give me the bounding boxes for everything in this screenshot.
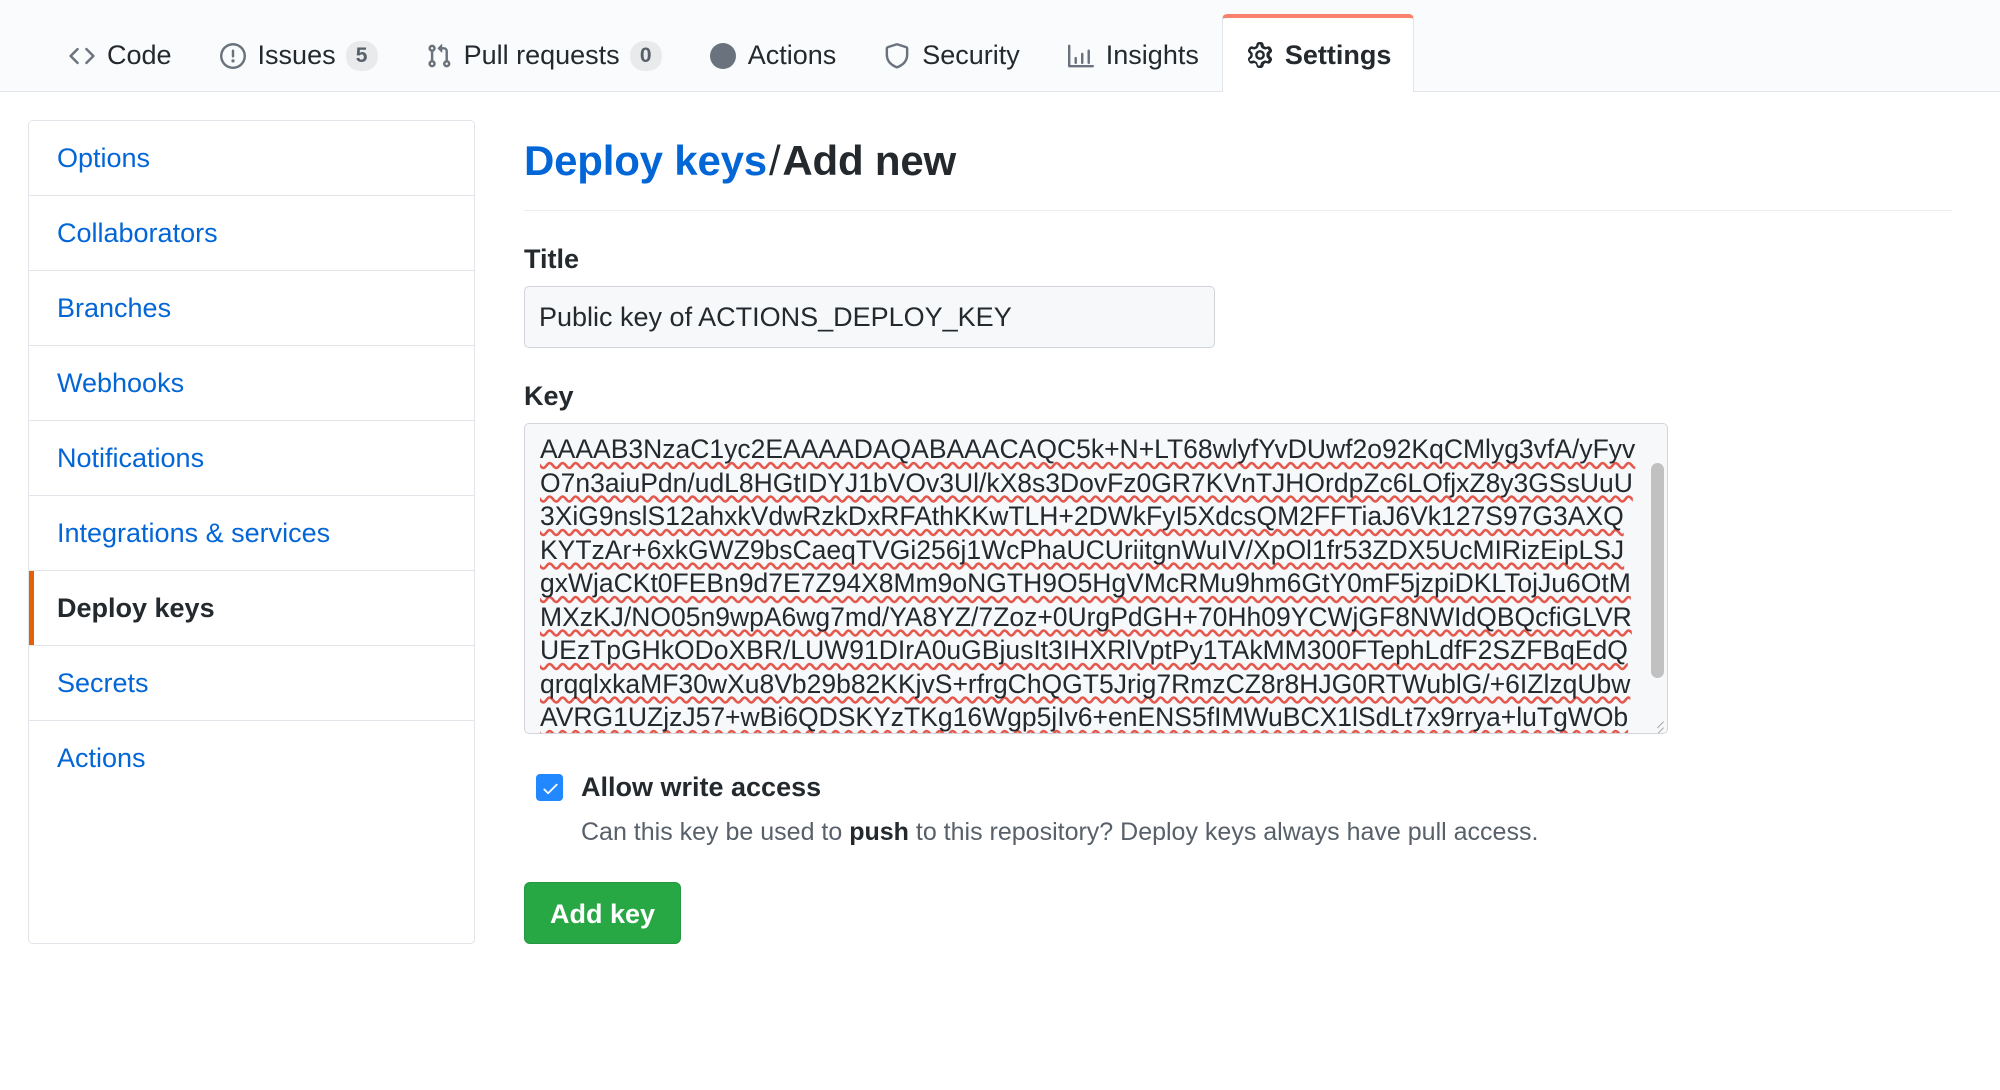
git-pull-request-icon <box>424 41 454 71</box>
allow-write-access-row[interactable]: Allow write access <box>536 772 1952 803</box>
tab-security[interactable]: Security <box>859 18 1043 92</box>
sidebar-item-label: Collaborators <box>57 218 218 248</box>
tab-issues[interactable]: Issues 5 <box>195 18 401 92</box>
key-scrollbar-thumb[interactable] <box>1651 463 1664 679</box>
tab-actions-label: Actions <box>747 40 837 70</box>
settings-layout: Options Collaborators Branches Webhooks … <box>0 92 2000 945</box>
title-input[interactable] <box>524 286 1215 349</box>
sidebar-item-webhooks[interactable]: Webhooks <box>29 346 474 421</box>
pull-requests-count: 0 <box>629 40 662 71</box>
repo-navigation: Code Issues 5 Pull requests 0 Actions <box>0 0 2000 92</box>
tab-actions[interactable]: Actions <box>685 18 860 92</box>
tab-insights[interactable]: Insights <box>1043 18 1222 92</box>
note-strong: push <box>849 818 909 847</box>
title-field-label: Title <box>524 244 580 275</box>
sidebar-item-label: Secrets <box>57 668 149 698</box>
code-icon <box>67 41 97 71</box>
resize-handle-icon[interactable] <box>1644 711 1664 734</box>
sidebar-item-label: Branches <box>57 293 172 323</box>
deploy-key-form: Deploy keys/Add new Title Key AAAAB3NzaC… <box>475 120 1960 945</box>
graph-icon <box>1066 41 1096 71</box>
key-scrollbar[interactable] <box>1649 425 1666 733</box>
tab-pull-requests-label: Pull requests <box>463 40 620 70</box>
key-field-label: Key <box>524 381 574 412</box>
tab-security-label: Security <box>922 40 1020 70</box>
sidebar-item-label: Deploy keys <box>57 593 215 623</box>
tab-code[interactable]: Code <box>44 18 195 92</box>
issue-opened-icon <box>218 41 248 71</box>
title-divider <box>524 210 1952 212</box>
tab-pull-requests[interactable]: Pull requests 0 <box>401 18 685 92</box>
sidebar-item-deploy-keys[interactable]: Deploy keys <box>29 571 474 646</box>
add-key-button[interactable]: Add key <box>524 882 682 945</box>
settings-sidebar: Options Collaborators Branches Webhooks … <box>28 120 475 945</box>
sidebar-item-label: Notifications <box>57 443 205 473</box>
tab-settings[interactable]: Settings <box>1221 14 1415 92</box>
sidebar-item-collaborators[interactable]: Collaborators <box>29 196 474 271</box>
breadcrumb: Deploy keys/Add new <box>524 136 1952 186</box>
sidebar-item-label: Options <box>57 143 151 173</box>
sidebar-item-options[interactable]: Options <box>29 121 474 196</box>
sidebar-item-secrets[interactable]: Secrets <box>29 646 474 721</box>
sidebar-item-branches[interactable]: Branches <box>29 271 474 346</box>
sidebar-item-actions[interactable]: Actions <box>29 721 474 795</box>
breadcrumb-separator: / <box>768 137 781 184</box>
tab-insights-label: Insights <box>1105 40 1199 70</box>
tab-issues-label: Issues <box>257 40 336 70</box>
allow-write-access-label: Allow write access <box>581 772 822 803</box>
gear-icon <box>1245 40 1275 70</box>
shield-icon <box>882 41 912 71</box>
issues-count: 5 <box>345 40 378 71</box>
play-icon <box>708 41 738 71</box>
allow-write-access-checkbox[interactable] <box>536 774 563 802</box>
sidebar-item-label: Integrations & services <box>57 518 331 548</box>
sidebar-item-label: Webhooks <box>57 368 185 398</box>
sidebar-item-integrations-services[interactable]: Integrations & services <box>29 496 474 571</box>
sidebar-item-label: Actions <box>57 743 146 773</box>
breadcrumb-current: Add new <box>782 137 957 184</box>
note-prefix: Can this key be used to <box>581 818 850 847</box>
breadcrumb-parent-link[interactable]: Deploy keys <box>524 137 767 184</box>
tab-settings-label: Settings <box>1284 39 1392 70</box>
key-textarea[interactable]: AAAAB3NzaC1yc2EAAAADAQABAAACAQC5k+N+LT68… <box>524 423 1668 735</box>
sidebar-item-notifications[interactable]: Notifications <box>29 421 474 496</box>
allow-write-access-note: Can this key be used to push to this rep… <box>581 815 1952 849</box>
checkmark-icon <box>543 784 558 795</box>
note-suffix: to this repository? Deploy keys always h… <box>908 818 1539 847</box>
key-textarea-value: AAAAB3NzaC1yc2EAAAADAQABAAACAQC5k+N+LT68… <box>540 434 1636 733</box>
tab-code-label: Code <box>107 40 172 70</box>
